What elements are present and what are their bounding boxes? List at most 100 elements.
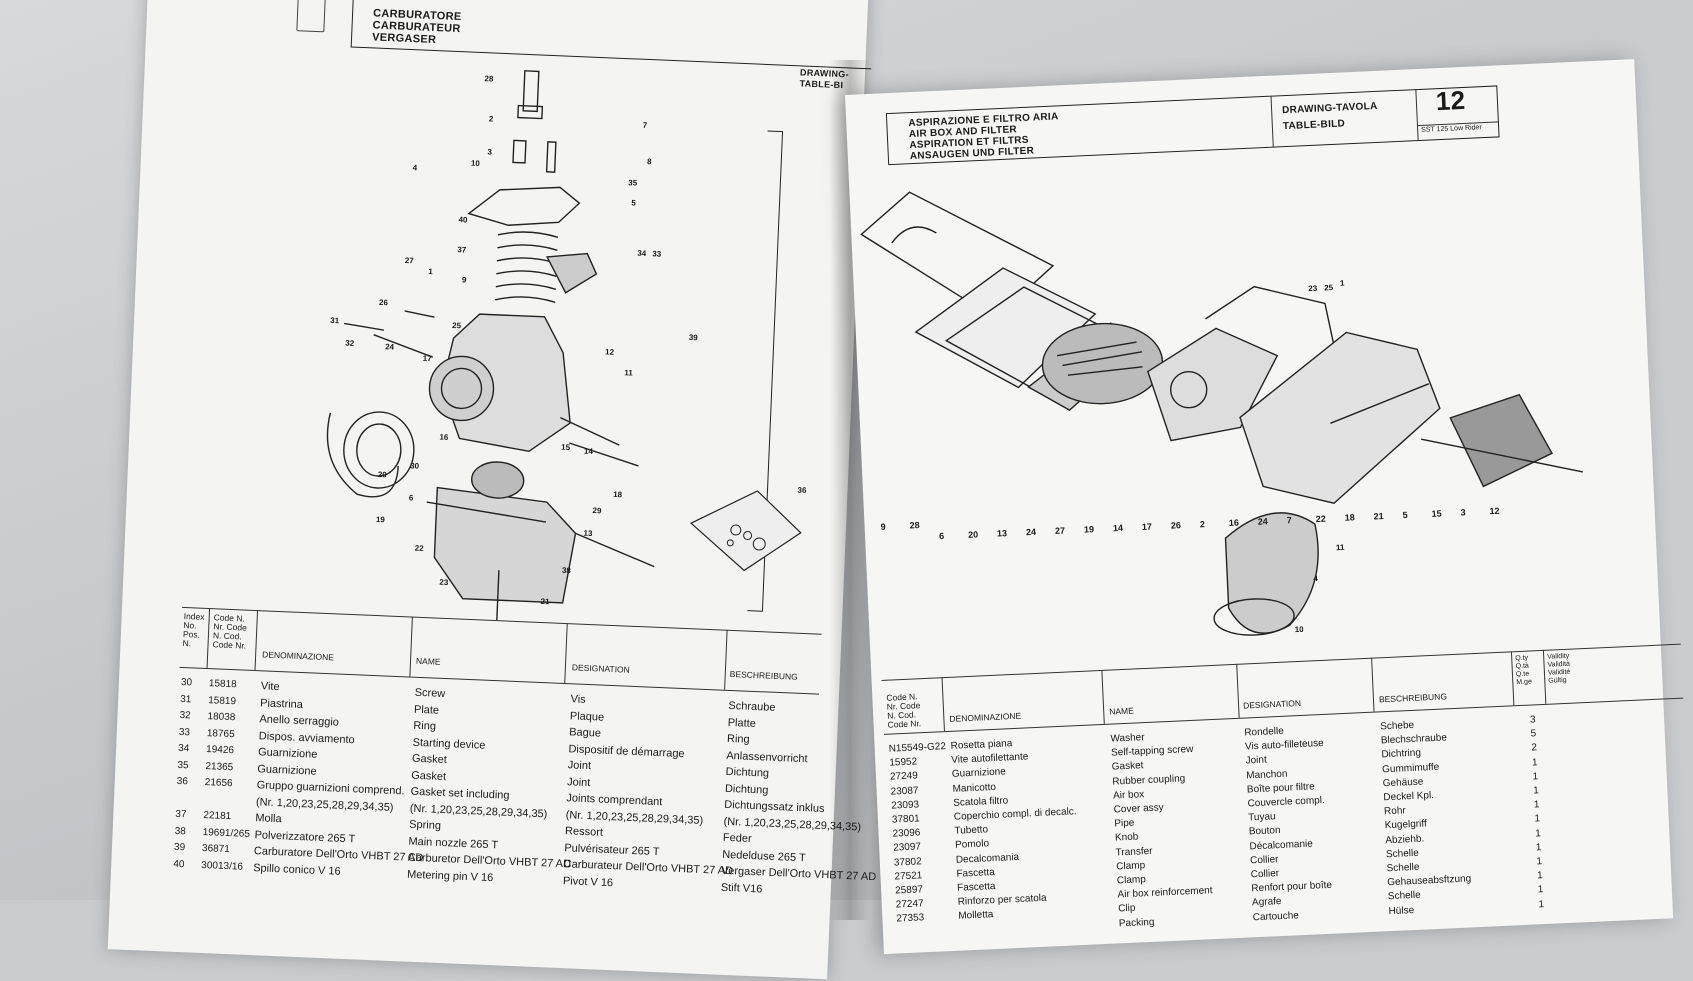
right-row-name: Washer	[1110, 732, 1145, 745]
table-rule	[1236, 663, 1240, 718]
right-row-code: 37801	[891, 813, 920, 826]
table-rule	[1510, 651, 1515, 706]
table-rule	[206, 608, 211, 669]
right-row-denominazione: Guarnizione	[951, 766, 1007, 781]
left-row-code: 19426	[205, 744, 235, 757]
callout: 3	[1460, 507, 1466, 518]
right-row-designation: Collier	[1250, 868, 1280, 881]
right-row-code: 27353	[896, 912, 925, 925]
callout: 20	[377, 470, 387, 480]
callout: 38	[561, 565, 572, 576]
col-header-name: NAME	[1109, 705, 1135, 717]
right-row-qty: 1	[1533, 785, 1540, 797]
left-row-beschreibung: Nedelduse 265 T	[721, 848, 806, 864]
right-row-designation: Couvercle compl.	[1247, 794, 1326, 810]
right-row-denominazione: Pomolo	[954, 838, 990, 852]
right-row-designation: Décalcomanie	[1249, 838, 1314, 853]
right-row-code: 37802	[893, 855, 922, 869]
callout: 4	[1313, 574, 1319, 584]
table-rule	[941, 677, 945, 732]
callout: 30	[410, 461, 420, 471]
carburetor-exploded-drawing	[326, 70, 784, 621]
right-row-qty: 5	[1530, 728, 1537, 740]
left-row-designation: Pulvérisateur 265 T	[564, 841, 660, 858]
callout: 19	[1083, 524, 1095, 535]
right-row-denominazione: Scatola filtro	[952, 795, 1009, 809]
callout: 28	[909, 520, 920, 531]
left-row-designation: Vis	[570, 693, 586, 706]
callout: 18	[1344, 512, 1355, 523]
table-rule	[1542, 649, 1547, 704]
right-row-qty: 1	[1532, 771, 1539, 783]
table-rule	[564, 623, 568, 684]
right-row-designation: Joint	[1245, 754, 1267, 767]
left-row-designation: Carburateur Dell'Orto VHBT 27 AD	[563, 858, 734, 878]
logo-icon	[296, 0, 326, 33]
callout: 32	[345, 338, 355, 348]
left-row-beschreibung: Dichtung	[725, 765, 770, 780]
left-row-name: Gasket set including	[410, 785, 510, 802]
left-row-denominazione: Spillo conico V 16	[252, 861, 341, 878]
callout: 20	[967, 529, 979, 540]
callout: 5	[631, 198, 637, 208]
callout: 16	[439, 432, 449, 442]
left-row-code: 18038	[207, 711, 236, 724]
left-row-code: 36871	[201, 842, 231, 856]
col-header-code: Code N. Nr. Code N. Cod. Code Nr.	[886, 691, 922, 730]
left-row-index: 34	[177, 742, 190, 755]
right-row-qty: 1	[1531, 756, 1538, 769]
right-row-designation: Cartouche	[1252, 909, 1300, 923]
right-row-beschreibung: Blechschraube	[1380, 732, 1448, 747]
left-row-index: 37	[175, 808, 187, 821]
left-row-denominazione: Guarnizione	[257, 762, 317, 778]
left-row-name: Gasket	[411, 769, 447, 783]
callout: 29	[592, 506, 602, 516]
callout: 2	[488, 114, 494, 124]
right-row-beschreibung: Deckel Kpl.	[1383, 790, 1435, 804]
callout: 33	[652, 249, 662, 259]
callout: 6	[938, 530, 945, 542]
col-header-name: NAME	[415, 655, 441, 667]
right-row-code: 27521	[894, 870, 923, 883]
right-row-designation: Boîte pour filtre	[1246, 781, 1315, 796]
right-row-beschreibung: Gehauseabsftzung	[1387, 873, 1472, 889]
callout: 27	[1054, 525, 1066, 536]
col-header-code: Code N. Nr. Code N. Cod. Code Nr.	[212, 612, 248, 651]
callout: 34	[637, 248, 647, 259]
right-row-beschreibung: Dichtring	[1381, 747, 1422, 761]
callout: 7	[1286, 515, 1292, 526]
left-row-name: Ring	[413, 719, 437, 733]
callout: 24	[384, 342, 395, 352]
left-row-beschreibung: Feder	[722, 831, 752, 845]
right-row-qty: 1	[1534, 827, 1542, 840]
table-rule	[1101, 669, 1105, 724]
callout: 14	[1112, 522, 1124, 534]
left-row-denominazione: Carburatore Dell'Orto VHBT 27 AD	[253, 845, 424, 865]
right-row-name: Cover assy	[1113, 802, 1164, 816]
right-row-denominazione: Rosetta piana	[950, 738, 1013, 752]
left-row-name: (Nr. 1,20,23,25,28,29,34,35)	[409, 802, 548, 820]
right-row-name: Clamp	[1116, 859, 1146, 873]
left-row-designation: (Nr. 1,20,23,25,28,29,34,35)	[565, 808, 704, 827]
callout: 2	[1199, 519, 1206, 530]
callout: 12	[1489, 505, 1500, 517]
callout: 19	[375, 514, 386, 525]
right-row-code: 23097	[892, 841, 922, 854]
callout: 1	[428, 266, 434, 277]
callout: 25	[451, 320, 462, 331]
callout: 9	[880, 521, 886, 532]
callout: 16	[1228, 517, 1240, 529]
left-row-beschreibung: Dichtungssatz inklus	[724, 798, 825, 816]
right-row-denominazione: Manicotto	[952, 781, 997, 795]
callout: 28	[484, 74, 494, 84]
callout: 22	[1315, 513, 1326, 525]
left-row-name: Plate	[413, 703, 440, 717]
callout: 36	[797, 485, 807, 495]
callout: 23	[1308, 283, 1318, 294]
callout: 15	[560, 442, 571, 453]
right-row-denominazione: Coperchio compl. di decalc.	[953, 806, 1077, 823]
left-row-index: 33	[178, 726, 191, 738]
gasket-set-inset	[689, 490, 802, 572]
left-row-code: 21365	[205, 760, 234, 773]
right-row-designation: Tuyau	[1247, 811, 1276, 824]
